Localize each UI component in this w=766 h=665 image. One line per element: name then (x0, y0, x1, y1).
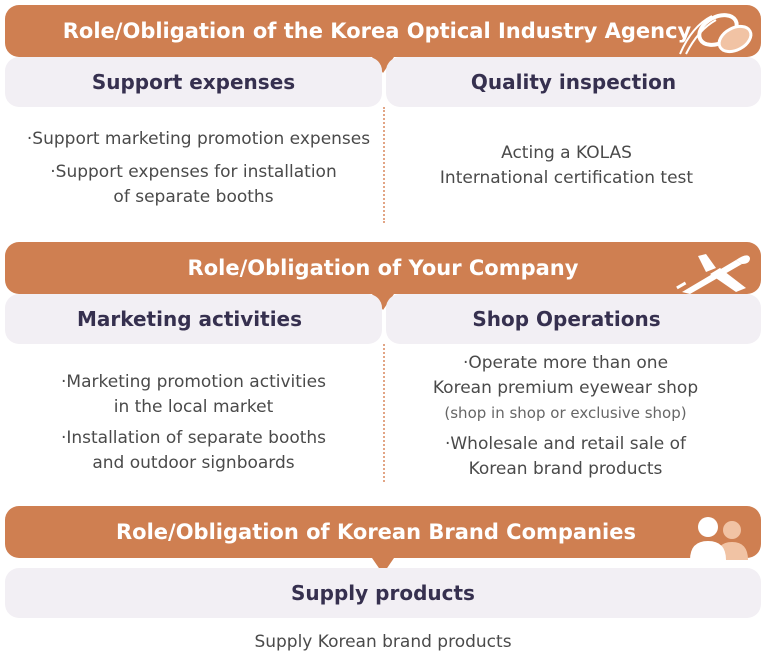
shop-operations-list: ·Operate more than one Korean premium ey… (386, 351, 761, 482)
company-divider (383, 344, 385, 482)
support-expenses-header: Support expenses (5, 57, 382, 107)
marketing-activities-list: ·Marketing promotion activities in the l… (5, 370, 382, 476)
list-item: Korean brand products (468, 459, 663, 479)
quality-inspection-list: Acting a KOLAS International certificati… (386, 141, 761, 191)
agency-title: Role/Obligation of the Korea Optical Ind… (62, 19, 692, 43)
list-item: ·Installation of separate booths (60, 428, 327, 448)
support-expenses-list: ·Support marketing promotion expenses ·S… (5, 127, 382, 210)
list-item: and outdoor signboards (92, 453, 295, 473)
brands-title: Role/Obligation of Korean Brand Companie… (116, 520, 636, 544)
list-item: in the local market (113, 397, 274, 417)
airplane-icon (676, 254, 750, 294)
list-item: Acting a KOLAS (501, 143, 632, 163)
people-icon (690, 517, 748, 560)
supply-products-list: Supply Korean brand products (5, 630, 761, 655)
company-banner: Role/Obligation of Your Company (5, 242, 761, 294)
optical-lens-icon (679, 13, 753, 55)
supply-products-header: Supply products (5, 568, 761, 618)
support-expenses-label: Support expenses (91, 70, 296, 94)
marketing-activities-header: Marketing activities (5, 294, 382, 344)
shop-operations-label: Shop Operations (472, 307, 661, 331)
list-item: ·Operate more than one (462, 353, 669, 373)
list-item: ·Marketing promotion activities (61, 372, 326, 392)
quality-inspection-label: Quality inspection (470, 70, 677, 94)
company-title: Role/Obligation of Your Company (187, 256, 579, 280)
list-item: ·Support expenses for installation (50, 162, 337, 182)
brands-banner: Role/Obligation of Korean Brand Companie… (5, 506, 761, 558)
quality-inspection-header: Quality inspection (386, 57, 761, 107)
list-item: ·Support marketing promotion expenses (26, 129, 371, 149)
list-item: Korean premium eyewear shop (432, 378, 699, 398)
supply-products-label: Supply products (291, 581, 475, 605)
list-item: of separate booths (113, 187, 274, 207)
list-item: ·Wholesale and retail sale of (444, 434, 687, 454)
shop-operations-header: Shop Operations (386, 294, 761, 344)
list-item: (shop in shop or exclusive shop) (444, 404, 687, 422)
list-item: Supply Korean brand products (254, 632, 512, 652)
list-item: International certification test (439, 168, 694, 188)
agency-divider (383, 107, 385, 223)
agency-banner: Role/Obligation of the Korea Optical Ind… (5, 5, 761, 57)
marketing-activities-label: Marketing activities (76, 307, 303, 331)
